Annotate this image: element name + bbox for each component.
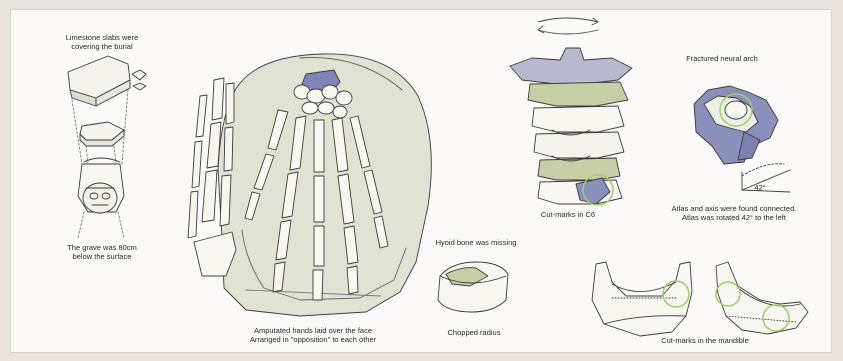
amputated-hands-label: Amputated hands laid over the face Arran… (228, 326, 398, 344)
grave-slab-stack (68, 56, 146, 238)
atlas-axis-top-view (694, 86, 790, 192)
grave-skull-sketch (83, 183, 117, 213)
mandible-cutmarks-label: Cut-marks in the mandible (650, 336, 760, 345)
skull-with-amputated-hands (188, 54, 431, 316)
grave-depth-label: The grave was 80cm below the surface (64, 243, 140, 261)
rotation-angle-label: 42° (750, 183, 770, 192)
chopped-radius-label: Chopped radius (436, 328, 512, 337)
mandible-right (716, 262, 808, 334)
rotation-arrows-icon (538, 18, 598, 34)
cervical-vertebrae-column (510, 18, 632, 204)
hyoid-label: Hyoid bone was missing (426, 238, 526, 247)
chopped-radius-bone (438, 262, 508, 312)
cutmarks-c6-label: Cut-marks in C6 (530, 210, 606, 219)
atlas-axis-label: Atlas and axis were found connected. Atl… (660, 204, 808, 222)
mandible-left (592, 262, 692, 336)
left-hand-bones (188, 78, 236, 276)
limestone-label: Limestone slabs were covering the burial (64, 33, 140, 51)
neural-arch-label: Fractured neural arch (672, 54, 772, 63)
